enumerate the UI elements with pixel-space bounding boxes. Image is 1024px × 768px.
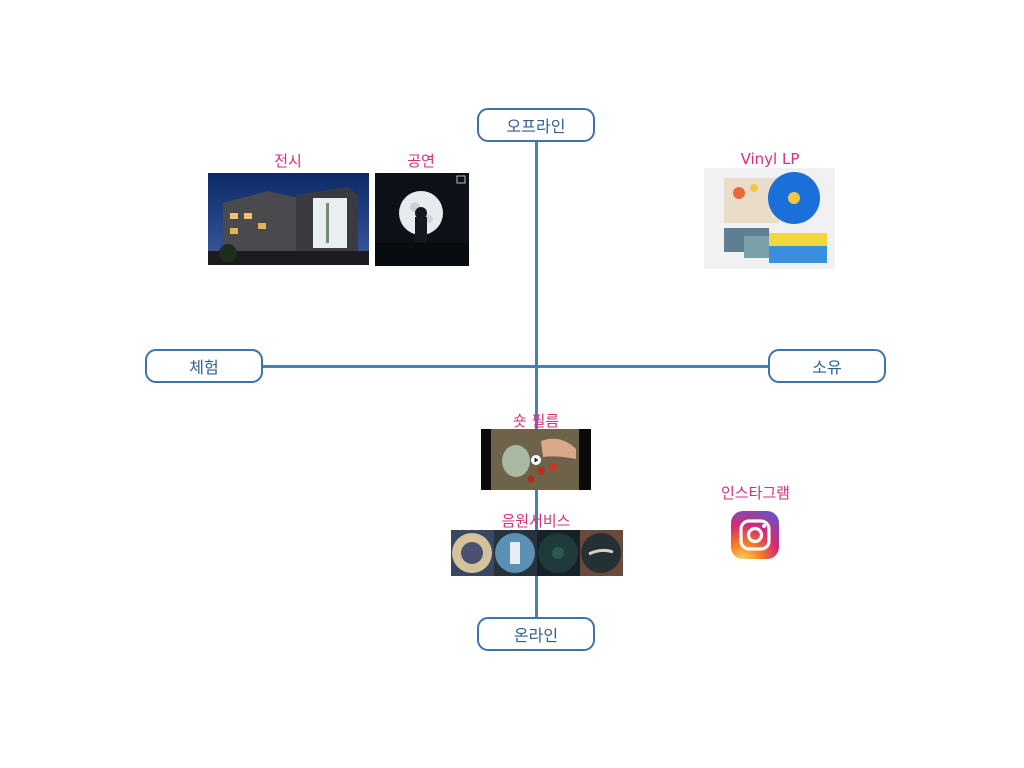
instagram-icon[interactable] bbox=[731, 511, 779, 559]
instagram-label: 인스타그램 bbox=[720, 484, 790, 502]
horizontal-axis-line bbox=[262, 365, 770, 368]
concert-image bbox=[375, 173, 469, 266]
short-film-label: 숏 필름 bbox=[512, 412, 560, 430]
axis-label-ownership: 소유 bbox=[768, 349, 886, 383]
axis-label-offline: 오프라인 bbox=[477, 108, 595, 142]
play-icon bbox=[534, 457, 539, 463]
vertical-axis-line bbox=[535, 142, 538, 618]
vinyl-image bbox=[704, 168, 835, 269]
concert-label: 공연 bbox=[407, 152, 435, 170]
vinyl-label: Vinyl LP bbox=[740, 150, 800, 168]
short-film-video-thumbnail[interactable] bbox=[481, 429, 591, 490]
streaming-label: 음원서비스 bbox=[501, 512, 571, 530]
exhibition-image bbox=[208, 173, 369, 265]
axis-label-online: 온라인 bbox=[477, 617, 595, 651]
streaming-album-covers bbox=[451, 530, 623, 576]
exhibition-label: 전시 bbox=[274, 152, 302, 170]
axis-label-experience: 체험 bbox=[145, 349, 263, 383]
